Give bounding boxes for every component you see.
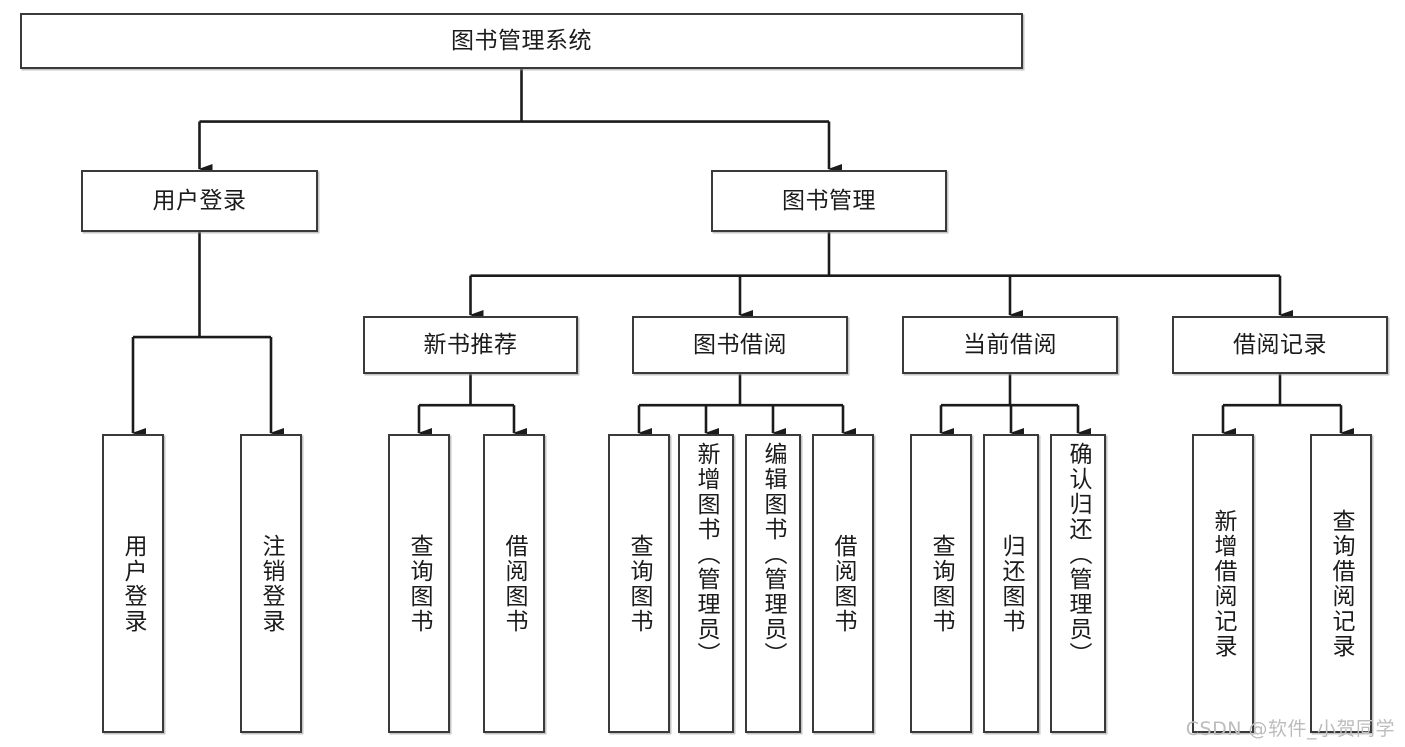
node-leaf-add-book-admin-label: 新增图书（管理员）: [693, 442, 720, 667]
node-leaf-edit-book-admin[interactable]: 编辑图书（管理员）: [745, 434, 801, 733]
node-leaf-add-book-admin[interactable]: 新增图书（管理员）: [678, 434, 734, 733]
node-leaf-user-login[interactable]: 用户登录: [102, 434, 164, 733]
node-leaf-new-query-book[interactable]: 查询图书: [388, 434, 450, 733]
watermark: CSDN @软件_小贺同学: [1185, 718, 1395, 740]
node-leaf-add-borrow-record-label: 新增借阅记录: [1210, 508, 1237, 659]
node-current-borrow[interactable]: 当前借阅: [902, 316, 1118, 374]
node-leaf-lend-book-label: 借阅图书: [830, 533, 857, 634]
node-current-borrow-label: 当前借阅: [963, 331, 1057, 358]
node-leaf-borrow-query-book-label: 查询图书: [626, 533, 653, 634]
node-leaf-new-borrow-book-label: 借阅图书: [501, 533, 528, 634]
node-leaf-confirm-return-admin[interactable]: 确认归还（管理员）: [1050, 434, 1106, 733]
node-user-login-module[interactable]: 用户登录: [81, 170, 318, 232]
node-leaf-query-borrow-record[interactable]: 查询借阅记录: [1310, 434, 1372, 733]
node-root[interactable]: 图书管理系统: [20, 13, 1023, 69]
node-borrow-record[interactable]: 借阅记录: [1172, 316, 1388, 374]
node-leaf-user-login-label: 用户登录: [120, 533, 147, 634]
node-leaf-return-book-label: 归还图书: [998, 533, 1025, 634]
node-new-book-recommend[interactable]: 新书推荐: [363, 316, 578, 374]
node-leaf-add-borrow-record[interactable]: 新增借阅记录: [1192, 434, 1254, 733]
node-user-login-module-label: 用户登录: [152, 187, 247, 214]
node-leaf-return-book[interactable]: 归还图书: [983, 434, 1039, 733]
node-leaf-edit-book-admin-label: 编辑图书（管理员）: [760, 442, 787, 667]
node-book-management-module-label: 图书管理: [782, 187, 876, 214]
node-root-label: 图书管理系统: [451, 27, 592, 54]
node-book-borrow[interactable]: 图书借阅: [632, 316, 848, 374]
node-leaf-current-query-book-label: 查询图书: [928, 533, 955, 634]
node-leaf-confirm-return-admin-label: 确认归还（管理员）: [1065, 442, 1092, 667]
node-leaf-query-borrow-record-label: 查询借阅记录: [1328, 508, 1355, 659]
node-leaf-lend-book[interactable]: 借阅图书: [812, 434, 874, 733]
node-leaf-current-query-book[interactable]: 查询图书: [910, 434, 972, 733]
node-leaf-new-borrow-book[interactable]: 借阅图书: [483, 434, 545, 733]
node-book-management-module[interactable]: 图书管理: [711, 170, 947, 232]
node-borrow-record-label: 借阅记录: [1233, 331, 1327, 358]
node-leaf-user-logout-label: 注销登录: [258, 533, 285, 634]
node-leaf-user-logout[interactable]: 注销登录: [240, 434, 302, 733]
node-new-book-recommend-label: 新书推荐: [423, 331, 518, 358]
node-leaf-borrow-query-book[interactable]: 查询图书: [608, 434, 670, 733]
node-book-borrow-label: 图书借阅: [693, 331, 787, 358]
node-leaf-new-query-book-label: 查询图书: [406, 533, 433, 634]
